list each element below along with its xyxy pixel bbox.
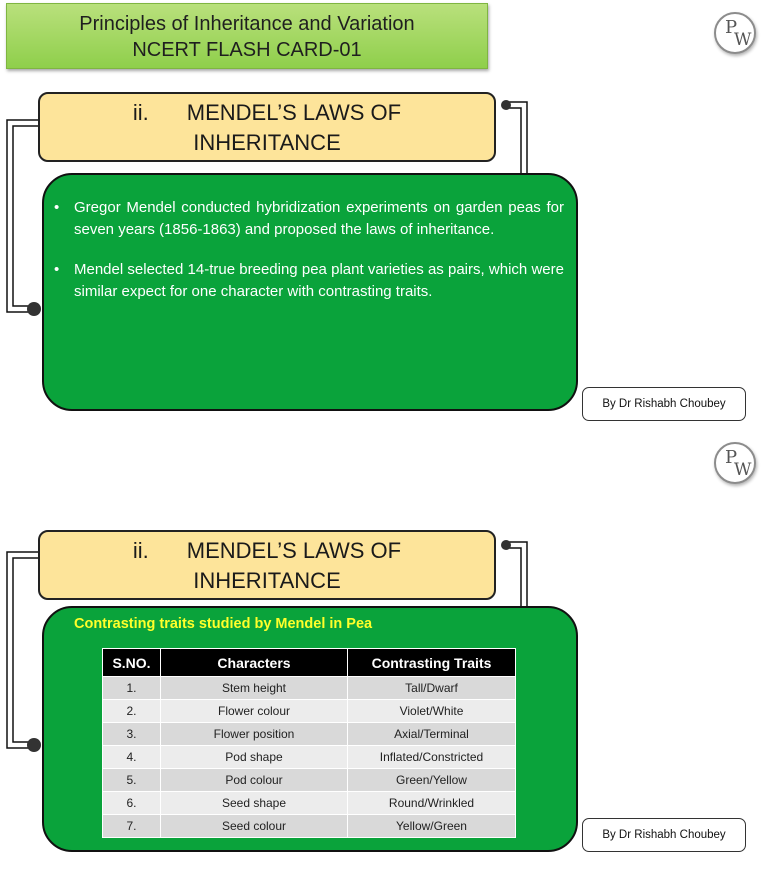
pw-logo-icon: P W: [714, 12, 756, 54]
column-header-traits: Contrasting Traits: [347, 648, 516, 677]
law-number: ii.: [132, 100, 149, 125]
table-row: 3. Flower position Axial/Terminal: [102, 722, 516, 746]
cell-sno: 1.: [102, 676, 161, 700]
info-card: Gregor Mendel conducted hybridization ex…: [42, 173, 578, 411]
cell-sno: 6.: [102, 791, 161, 815]
title-line-2: NCERT FLASH CARD-01: [132, 39, 362, 61]
law-title-text: MENDEL’S LAWS OF: [186, 538, 402, 563]
cell-trait: Violet/White: [347, 699, 516, 723]
law-title-line-1: ii. MENDEL’S LAWS OF: [40, 536, 494, 566]
cell-character: Flower position: [160, 722, 348, 746]
logo-letter-p: P: [725, 447, 738, 468]
table-row: 4. Pod shape Inflated/Constricted: [102, 745, 516, 769]
table-row: 7. Seed colour Yellow/Green: [102, 814, 516, 838]
law-title-box: ii. MENDEL’S LAWS OF INHERITANCE: [38, 530, 496, 600]
logo-letter-w: W: [734, 30, 752, 50]
bullet-list: Gregor Mendel conducted hybridization ex…: [44, 175, 576, 303]
cell-sno: 4.: [102, 745, 161, 769]
law-number: ii.: [132, 538, 149, 563]
cell-sno: 3.: [102, 722, 161, 746]
cell-trait: Axial/Terminal: [347, 722, 516, 746]
traits-card: Contrasting traits studied by Mendel in …: [42, 606, 578, 852]
table-row: 2. Flower colour Violet/White: [102, 699, 516, 723]
law-title-line-2: INHERITANCE: [193, 568, 341, 593]
cell-character: Stem height: [160, 676, 348, 700]
cell-character: Pod shape: [160, 745, 348, 769]
law-title-line-1: ii. MENDEL’S LAWS OF: [40, 98, 494, 128]
author-label: By Dr Rishabh Choubey: [582, 387, 746, 421]
law-title-text: MENDEL’S LAWS OF: [186, 100, 402, 125]
cell-trait: Green/Yellow: [347, 768, 516, 792]
logo-letter-w: W: [734, 460, 752, 480]
bullet-item: Gregor Mendel conducted hybridization ex…: [54, 197, 564, 241]
law-title-line-2: INHERITANCE: [193, 130, 341, 155]
table-row: 6. Seed shape Round/Wrinkled: [102, 791, 516, 815]
cell-trait: Yellow/Green: [347, 814, 516, 838]
title-line-1: Principles of Inheritance and Variation: [79, 13, 415, 35]
cell-character: Flower colour: [160, 699, 348, 723]
logo-letter-p: P: [725, 17, 738, 38]
cell-trait: Tall/Dwarf: [347, 676, 516, 700]
column-header-characters: Characters: [160, 648, 348, 677]
cell-sno: 2.: [102, 699, 161, 723]
cell-character: Seed shape: [160, 791, 348, 815]
table-row: 1. Stem height Tall/Dwarf: [102, 676, 516, 700]
title-banner: Principles of Inheritance and Variation …: [6, 3, 488, 69]
cell-trait: Inflated/Constricted: [347, 745, 516, 769]
table-row: 5. Pod colour Green/Yellow: [102, 768, 516, 792]
traits-table: S.NO. Characters Contrasting Traits 1. S…: [102, 648, 516, 838]
column-header-sno: S.NO.: [102, 648, 161, 677]
cell-sno: 7.: [102, 814, 161, 838]
cell-trait: Round/Wrinkled: [347, 791, 516, 815]
cell-character: Seed colour: [160, 814, 348, 838]
traits-heading: Contrasting traits studied by Mendel in …: [74, 616, 373, 632]
table-header-row: S.NO. Characters Contrasting Traits: [102, 648, 516, 677]
pw-logo-icon: P W: [714, 442, 756, 484]
cell-sno: 5.: [102, 768, 161, 792]
cell-character: Pod colour: [160, 768, 348, 792]
author-label: By Dr Rishabh Choubey: [582, 818, 746, 852]
law-title-box: ii. MENDEL’S LAWS OF INHERITANCE: [38, 92, 496, 162]
bullet-item: Mendel selected 14-true breeding pea pla…: [54, 259, 564, 303]
